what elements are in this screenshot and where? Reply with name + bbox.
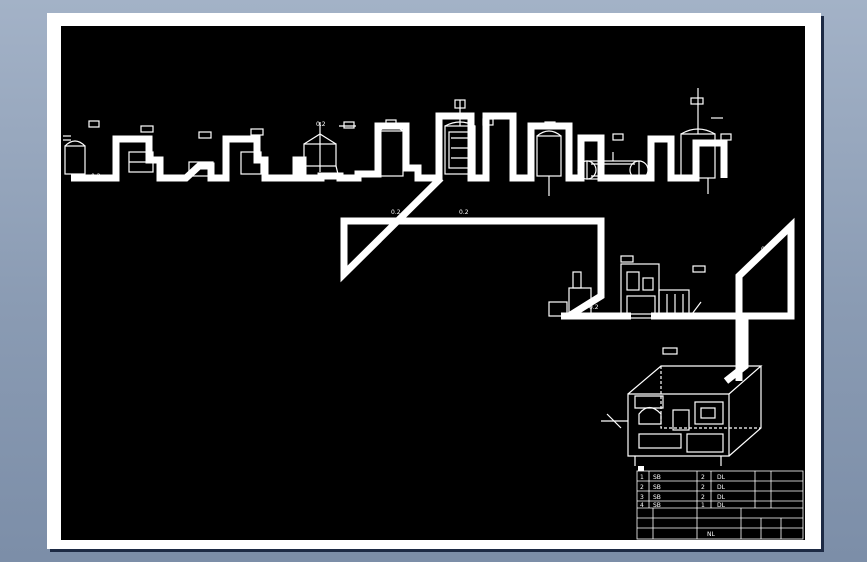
pipe-label: 0.2	[91, 173, 101, 180]
pipe-label: 0.2	[391, 209, 401, 216]
title-block-text: 1 SB 2 DL 2 SB 2 DL 3 SB 2 DL 4 SB 1 DL …	[640, 474, 726, 538]
tb-row4-no: 4	[640, 502, 644, 509]
tb-row3-code: DL	[717, 494, 726, 501]
vertical-tank-3	[536, 121, 562, 196]
tb-row4-name: SB	[653, 502, 661, 509]
process-pipe	[71, 112, 728, 182]
valve-units	[128, 125, 264, 177]
pipe-label: 0.2	[316, 121, 326, 128]
transfer-pipe	[340, 175, 795, 384]
pipe-label: 0.2	[459, 209, 469, 216]
tb-row2-qty: 2	[701, 484, 705, 491]
tb-row2-name: SB	[653, 484, 661, 491]
tb-row4-code: DL	[717, 502, 726, 509]
holding-tank	[680, 88, 732, 194]
heat-exchanger	[577, 133, 649, 180]
mixing-tank	[299, 121, 356, 179]
drawing-sheet: 0.2 0.2 0.2 0.2 0.2 0.2 0.2	[47, 13, 821, 549]
pipe-label: 0.2	[589, 304, 599, 311]
tb-row3-qty: 2	[701, 494, 705, 501]
tb-row3-no: 3	[640, 494, 644, 501]
cad-viewport[interactable]: 0.2 0.2 0.2 0.2 0.2 0.2 0.2	[61, 26, 805, 540]
tb-row1-qty: 2	[701, 474, 705, 481]
tb-row1-code: DL	[717, 474, 726, 481]
process-flow-diagram: 0.2 0.2 0.2 0.2 0.2 0.2 0.2	[63, 88, 804, 540]
title-block	[636, 470, 804, 540]
tb-row2-no: 2	[640, 484, 644, 491]
vertical-tank-2	[378, 119, 404, 177]
tb-row3-name: SB	[653, 494, 661, 501]
pipe-label: 0.2	[761, 246, 771, 253]
tb-row1-name: SB	[653, 474, 661, 481]
tb-row2-code: DL	[717, 484, 726, 491]
storage-tank-1	[63, 120, 100, 175]
tb-row4-qty: 1	[701, 502, 705, 509]
filling-machine	[548, 255, 706, 319]
jacketed-reactor	[444, 99, 494, 175]
tb-drawing-no: NL	[707, 531, 715, 538]
tb-row1-no: 1	[640, 474, 644, 481]
